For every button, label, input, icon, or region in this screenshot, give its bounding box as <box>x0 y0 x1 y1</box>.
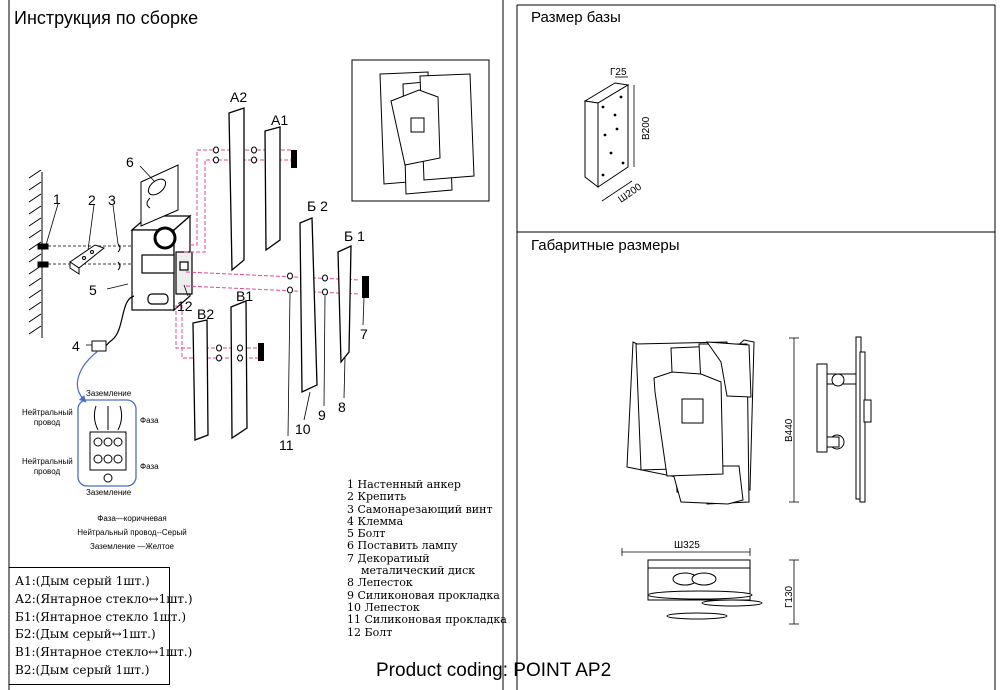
glass-a1: А1:(Дым серый 1шт.) <box>15 574 150 588</box>
part-10: 10 Лепесток <box>347 600 420 614</box>
callout-5: 5 <box>89 282 97 298</box>
overall-size-title: Габаритные размеры <box>531 237 680 254</box>
side-view <box>816 336 872 503</box>
callout-3: 3 <box>108 192 116 208</box>
callout-v1: В1 <box>236 288 253 304</box>
wiring-ground-top: Заземление <box>86 389 132 398</box>
parts-list: 1 Настенный анкер 2 Крепить 3 Самонареза… <box>347 478 507 639</box>
bulb <box>140 164 179 227</box>
panel-a2 <box>228 107 245 272</box>
callout-4: 4 <box>72 338 80 354</box>
wiring-arrow <box>76 350 99 403</box>
product-code: Product coding: POINT AP2 <box>376 660 612 681</box>
glass-b1: Б1:(Янтарное стекло 1шт.) <box>15 609 187 624</box>
part-11: 11 Силиконовая прокладка <box>347 613 507 627</box>
leader-lines <box>45 165 365 437</box>
panel-v2 <box>192 319 209 441</box>
base-depth-label: Г25 <box>610 67 627 78</box>
base-dim-lines <box>601 76 635 202</box>
callout-a1: А1 <box>271 112 288 128</box>
wiring-terminals <box>89 405 127 483</box>
callout-7: 7 <box>360 326 368 342</box>
wiring-neutral-top: Нейтральный провод <box>22 408 73 427</box>
part-7: 7 Декоратиый <box>347 551 430 565</box>
pink-guides <box>175 149 361 359</box>
glass-list: А1:(Дым серый 1шт.) А2:(Янтарное стекло↔… <box>9 567 193 685</box>
part-2: 2 Крепить <box>347 490 407 504</box>
part-3: 3 Самонарезающий винт <box>347 502 493 516</box>
panel-a1 <box>264 126 281 252</box>
callout-a2: А2 <box>230 89 247 105</box>
part-4: 4 Клемма <box>347 514 404 528</box>
overall-height-label: В440 <box>784 418 795 442</box>
overall-size-drawing: В440 Ш325 Г130 <box>621 336 872 625</box>
base-height-label: В200 <box>641 116 652 140</box>
wiring-phase-top: Фаза <box>140 416 159 425</box>
part-12: 12 Болт <box>347 625 393 639</box>
callout-6: 6 <box>126 154 134 170</box>
part-8: 8 Лепесток <box>347 576 413 590</box>
callout-12: 12 <box>177 298 193 314</box>
wiring-phase-bottom: Фаза <box>140 462 159 471</box>
overall-width-label: Ш325 <box>674 540 700 551</box>
glass-a2: А2:(Янтарное стекло↔1шт.) <box>15 591 193 606</box>
panel-b2 <box>299 217 318 394</box>
wiring-box <box>77 399 137 487</box>
overall-dim-lines <box>621 337 799 625</box>
callout-2: 2 <box>88 192 96 208</box>
legend-phase: Фаза—коричневая <box>97 514 167 523</box>
decorative-disks <box>258 150 369 361</box>
base-front-face <box>597 84 629 188</box>
glass-panels <box>192 107 352 441</box>
screws <box>117 243 121 271</box>
glass-v2: В2:(Дым серый 1шт.) <box>15 662 150 677</box>
panel-v1 <box>230 300 248 440</box>
terminal-block <box>91 340 107 352</box>
callout-1: 1 <box>53 191 61 207</box>
callout-b1: Б 1 <box>344 228 365 244</box>
assembly-title: Инструкция по сборке <box>14 8 199 28</box>
glass-b2: Б2:(Дым серый↔1шт.) <box>15 627 156 642</box>
overall-depth-label: Г130 <box>784 585 795 608</box>
front-view <box>626 339 755 505</box>
top-view <box>647 559 763 620</box>
small-fasteners <box>213 146 328 362</box>
callout-8: 8 <box>338 399 346 415</box>
wiring-neutral-bottom: Нейтральный провод <box>22 457 73 476</box>
wiring-ground-bottom: Заземление <box>86 488 132 497</box>
callout-11: 11 <box>279 437 294 453</box>
assembly-diagram: 1 2 3 4 5 6 7 8 9 10 11 12 А2 А1 Б 2 Б 1… <box>28 59 490 487</box>
part-1: 1 Настенный анкер <box>347 478 461 491</box>
callout-9: 9 <box>318 407 326 423</box>
callout-b2: Б 2 <box>307 198 328 214</box>
wall <box>28 169 43 338</box>
part-5: 5 Болт <box>347 527 386 541</box>
base-size-title: Размер базы <box>531 9 621 26</box>
part-9: 9 Силиконовая прокладка <box>347 588 500 602</box>
callout-10: 10 <box>295 421 311 437</box>
callout-v2: В2 <box>197 306 214 322</box>
legend-neutral: Нейтральный провод--Серый <box>77 528 187 537</box>
part-6: 6 Поставить лампу <box>347 539 458 553</box>
part-7-cont: металический диск <box>347 564 476 578</box>
panel-b1 <box>337 244 352 364</box>
wire-color-legend: Фаза—коричневая Нейтральный провод--Серы… <box>52 512 212 554</box>
base-size-drawing: Г25 В200 Ш200 <box>583 67 652 205</box>
mounting-bracket <box>69 244 106 275</box>
supply-wire <box>99 295 135 348</box>
legend-ground: Заземление —Желтое <box>89 542 174 551</box>
inset-product-view <box>351 59 490 202</box>
base-box <box>130 214 193 312</box>
base-width-label: Ш200 <box>616 181 644 205</box>
base-side-face <box>584 100 599 189</box>
glass-v1: В1:(Янтарное стекло↔1шт.) <box>15 645 193 660</box>
